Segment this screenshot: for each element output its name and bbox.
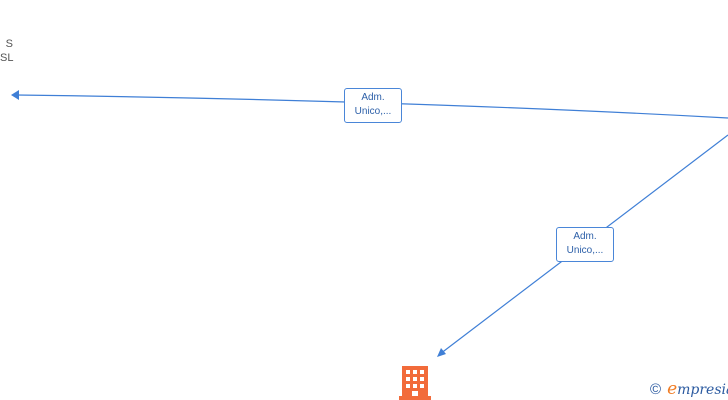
edge-role-label[interactable]: Adm. Unico,...	[556, 227, 614, 262]
edge-role-line1: Adm.	[361, 92, 385, 103]
edge-arrowhead-building	[437, 348, 446, 357]
edge-arrowhead-top-left	[11, 90, 19, 100]
copyright-icon: ©	[650, 380, 662, 398]
edge-role-line2: Unico,...	[354, 106, 392, 117]
brand-logo-text: empresia	[667, 379, 728, 399]
company-name-line2: SL	[0, 52, 14, 64]
company-node-label[interactable]: S SL	[0, 37, 13, 65]
edge-role-line1: Adm.	[573, 231, 597, 242]
empresia-watermark: © empresia	[650, 379, 728, 399]
company-name-line1: S	[5, 38, 13, 50]
edge-role-line2: Unico,...	[566, 245, 604, 256]
building-icon[interactable]	[399, 366, 431, 400]
edge-role-label[interactable]: Adm. Unico,...	[344, 88, 402, 123]
